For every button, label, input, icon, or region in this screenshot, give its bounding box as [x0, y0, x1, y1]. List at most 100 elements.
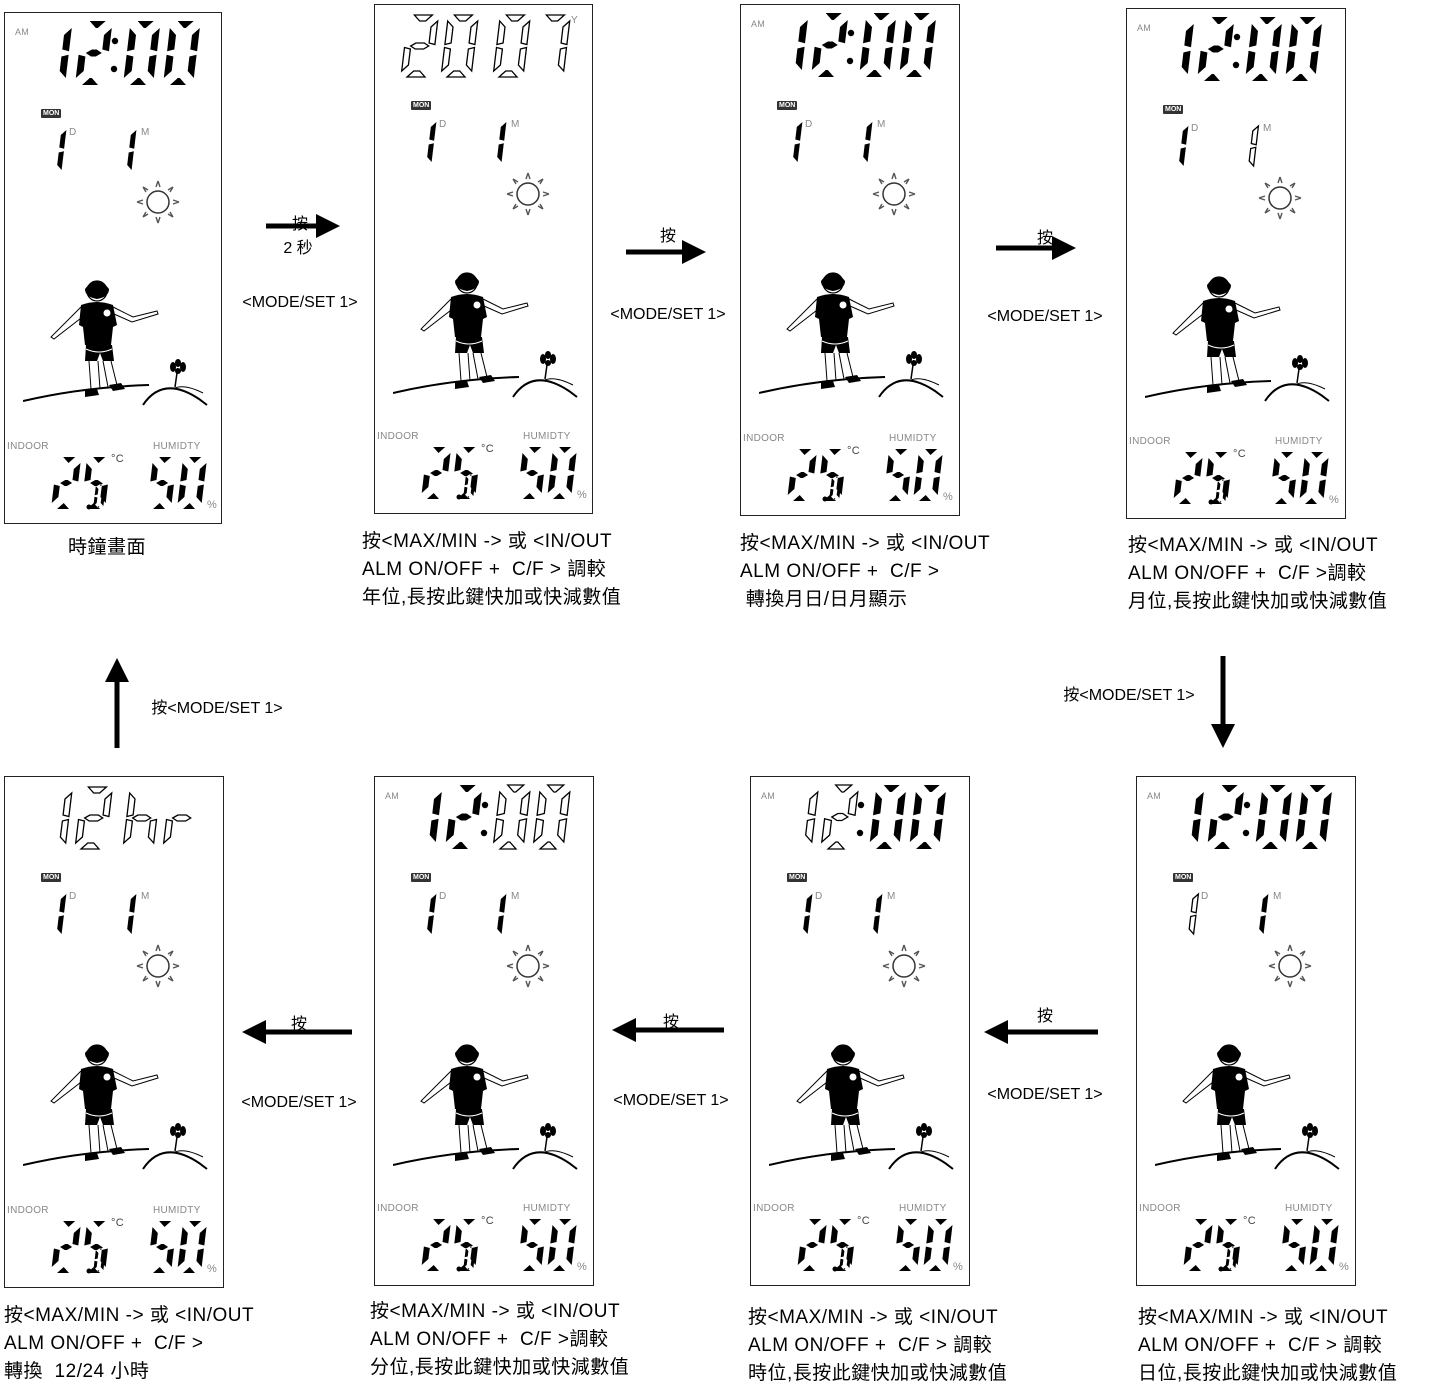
step-button: <MODE/SET 1> — [598, 1088, 744, 1114]
lcd-segment — [523, 1265, 535, 1271]
lcd-segment — [822, 819, 832, 842]
lcd-segment — [1288, 480, 1296, 499]
lcd-segment — [1184, 24, 1194, 47]
lcd-segment — [427, 143, 434, 162]
lcd-segment — [432, 792, 442, 815]
lcd-segment — [494, 48, 503, 72]
colon-dot — [482, 802, 488, 808]
lcd-segment — [129, 894, 136, 913]
weekday-badge: MON — [777, 101, 797, 110]
lcd-segment — [183, 503, 195, 509]
lcd-segment — [63, 457, 75, 463]
arrow-left-3-icon — [240, 1018, 354, 1046]
percent-label: % — [207, 1263, 217, 1275]
lcd-segment — [148, 55, 157, 78]
lcd-segment — [521, 21, 530, 45]
lcd-segment — [884, 785, 900, 792]
weekday-badge: MON — [1163, 105, 1183, 114]
lcd-segment — [526, 470, 538, 476]
lcd-segment — [1252, 74, 1268, 81]
lcd-segment — [422, 1247, 430, 1266]
lcd-segment — [1224, 24, 1234, 47]
lcd-segment — [1192, 819, 1201, 842]
humidity-label: HUMIDTY — [153, 1205, 201, 1216]
lcd-segment — [1272, 458, 1280, 477]
lcd-segment — [1328, 1247, 1336, 1266]
lcd-segment — [443, 1225, 451, 1244]
lcd-segment — [831, 478, 835, 487]
lcd-segment — [57, 151, 64, 170]
am-indicator: AM — [1137, 23, 1151, 33]
lcd-segment — [1259, 792, 1268, 815]
humidity-label: HUMIDTY — [899, 1203, 947, 1214]
lcd-segment — [150, 463, 158, 482]
decimal-point — [87, 1269, 92, 1274]
lcd-segment — [199, 1227, 207, 1246]
sun-icon — [507, 173, 549, 215]
month-label: M — [877, 119, 886, 130]
lcd-segment — [809, 1219, 821, 1225]
lcd-segment — [1318, 480, 1326, 499]
lcd-segment — [497, 143, 504, 162]
lcd-segment — [1214, 842, 1230, 849]
lcd-segment — [1181, 126, 1188, 145]
lcd-segment — [411, 43, 429, 49]
lcd-segment — [427, 1265, 439, 1271]
arrow-down-icon — [1208, 656, 1238, 750]
lcd-segment — [866, 70, 882, 77]
lcd-segment — [566, 1247, 574, 1266]
month-label: M — [887, 891, 896, 902]
lcd-segment — [550, 1225, 558, 1244]
lcd-segment — [1331, 1225, 1339, 1244]
decimal-point — [1219, 1267, 1224, 1272]
lcd-segment — [518, 819, 527, 842]
lcd-segment — [829, 489, 833, 498]
lcd-segment — [896, 792, 906, 815]
lcd-segment — [472, 792, 482, 815]
weekday-badge: MON — [41, 109, 61, 118]
lcd-segment — [798, 1247, 806, 1266]
colon-dot — [1243, 830, 1249, 836]
lcd-segment — [1315, 1265, 1327, 1271]
step-button: <MODE/SET 1> — [230, 290, 370, 316]
lcd-segment — [820, 455, 828, 474]
year-label: Y — [571, 15, 578, 26]
lcd-segment — [101, 1261, 105, 1270]
lcd-segment — [469, 473, 473, 476]
celsius-label: °C — [111, 453, 124, 465]
colon-dot — [481, 830, 487, 836]
celsius-label: °C — [857, 1215, 870, 1227]
lcd-segment — [903, 20, 912, 43]
lcd-segment — [148, 820, 156, 844]
lcd-segment — [886, 455, 894, 474]
lcd-segment — [874, 13, 890, 20]
lcd-segment — [1275, 498, 1287, 504]
lcd-segment — [902, 477, 910, 496]
lcd-segment — [926, 20, 936, 43]
indoor-label: INDOOR — [7, 1205, 49, 1216]
arrow-right-1-icon — [266, 212, 342, 240]
lcd-segment — [536, 1247, 544, 1266]
lcd-segment — [1320, 819, 1329, 842]
lcd-segment — [86, 50, 102, 57]
lcd-segment — [102, 28, 112, 51]
lcd-segment — [93, 1221, 105, 1227]
lcd-segment — [914, 477, 922, 496]
lcd-segment — [870, 819, 880, 842]
day-label: D — [1191, 123, 1199, 134]
am-indicator: AM — [751, 19, 765, 29]
lcd-segment — [76, 55, 86, 78]
lcd-segment — [159, 1221, 171, 1227]
lcd-segment — [863, 20, 872, 43]
lcd-segment — [914, 13, 930, 20]
lcd-segment — [189, 1221, 201, 1227]
percent-label: % — [953, 1261, 963, 1273]
lcd-segment — [916, 455, 924, 474]
lcd-segment — [809, 455, 817, 474]
lcd-segment — [548, 785, 564, 792]
figure-icon — [23, 1045, 207, 1169]
lcd-segment — [59, 130, 66, 149]
sun-icon — [873, 173, 915, 215]
humidity-label: HUMIDTY — [523, 431, 571, 442]
lcd-segment — [159, 457, 171, 463]
